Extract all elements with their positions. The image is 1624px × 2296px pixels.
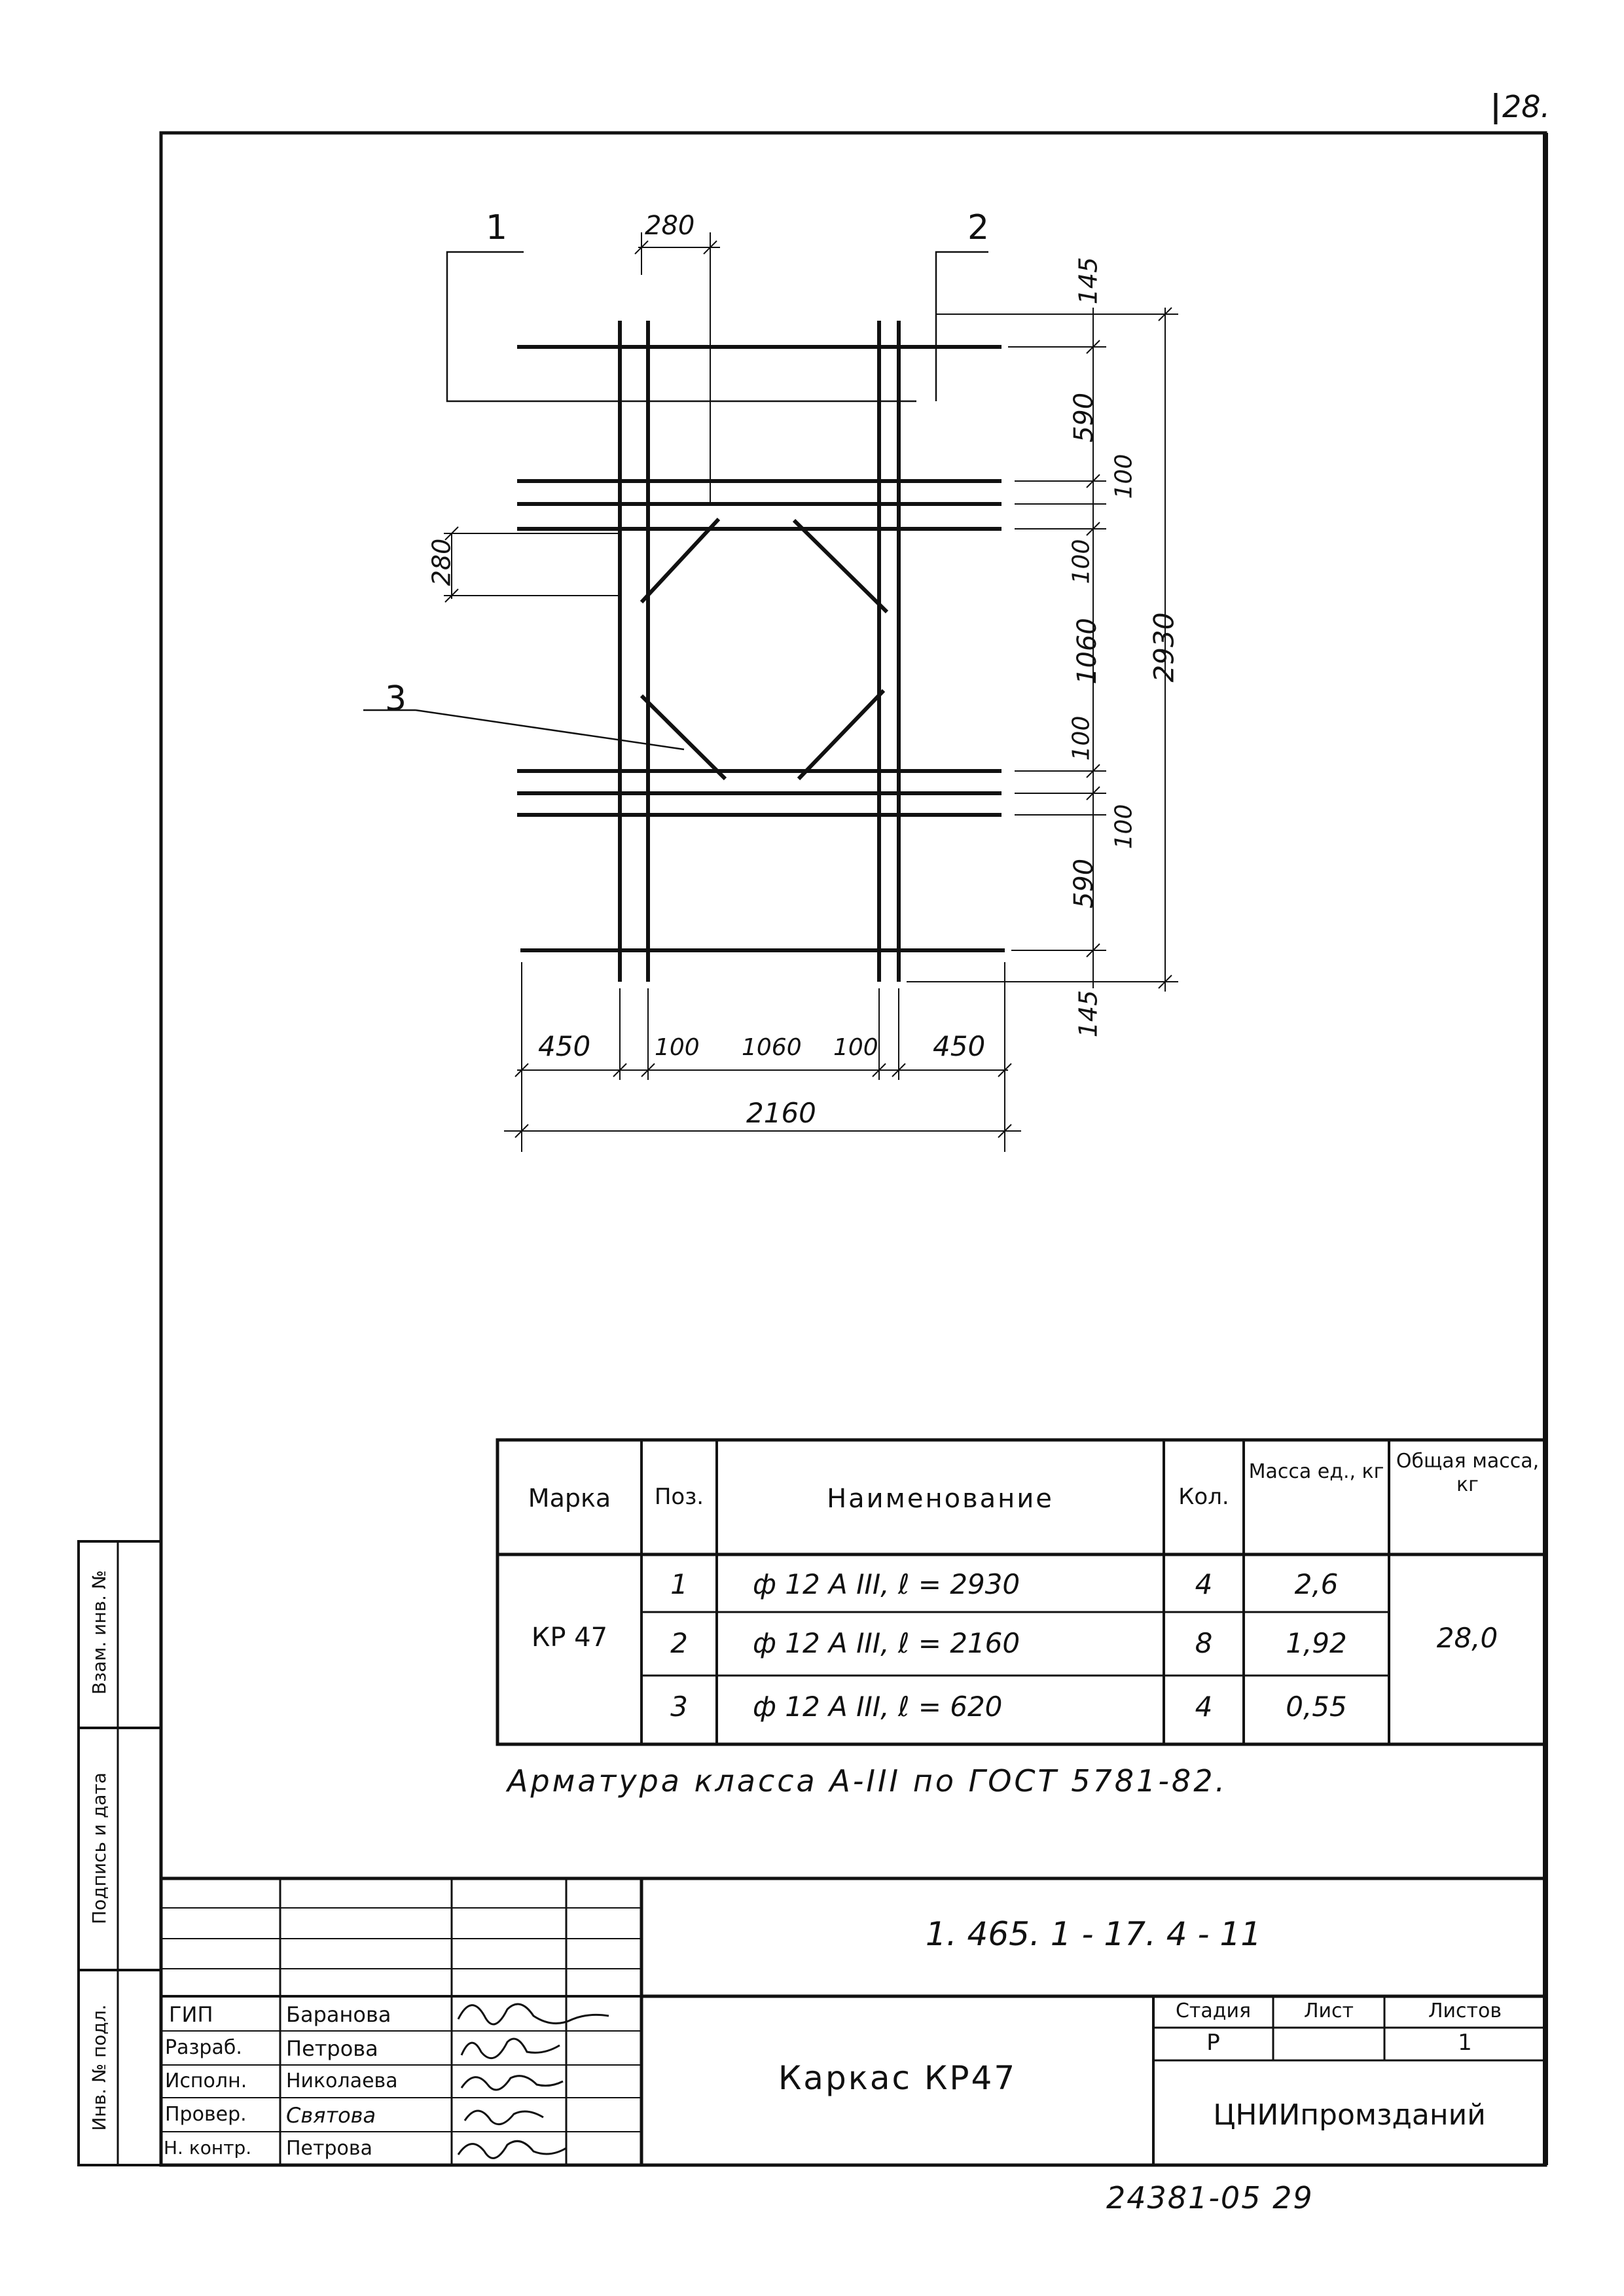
dim-right-2930: 2930 bbox=[1147, 612, 1180, 683]
dim-bottom-450-right: 450 bbox=[933, 1030, 986, 1062]
person-name: Святова bbox=[286, 2103, 376, 2128]
th-mark: Марка bbox=[528, 1484, 611, 1513]
cell-name: ф 12 А III, ℓ = 2160 bbox=[753, 1627, 1020, 1659]
stage-label: Стадия bbox=[1175, 2000, 1252, 2022]
dim-left-280: 280 bbox=[427, 538, 456, 586]
cell-qty: 4 bbox=[1195, 1568, 1213, 1600]
side-stamp-frame bbox=[77, 1540, 162, 2166]
cell-qty: 8 bbox=[1195, 1627, 1213, 1659]
signature-1 bbox=[457, 2003, 609, 2026]
role-label: ГИП bbox=[169, 2002, 213, 2027]
cell-unit-mass: 1,92 bbox=[1286, 1627, 1347, 1659]
person-name: Петрова bbox=[286, 2036, 378, 2061]
drawing-title: Каркас КР47 bbox=[778, 2059, 1017, 2097]
th-pos: Поз. bbox=[654, 1484, 704, 1510]
dim-right-100-a: 100 bbox=[1110, 454, 1138, 499]
th-qty: Кол. bbox=[1178, 1484, 1229, 1510]
dim-bottom-450-left: 450 bbox=[538, 1030, 591, 1062]
callout-3: 3 bbox=[385, 679, 407, 719]
leader-lines bbox=[363, 251, 988, 751]
signature-5 bbox=[457, 2140, 567, 2159]
signatures bbox=[457, 2003, 609, 2159]
footer-code: 24381-05 29 bbox=[1106, 2180, 1314, 2215]
dim-right-1060: 1060 bbox=[1072, 618, 1102, 685]
stage-value: Р bbox=[1206, 2030, 1220, 2056]
cell-mark: КР 47 bbox=[531, 1623, 608, 1653]
side-stamp-signature-date: Подпись и дата bbox=[88, 1772, 110, 1924]
callout-1: 1 bbox=[486, 208, 508, 247]
reinforcement-note: Арматура класса А-III по ГОСТ 5781-82. bbox=[507, 1763, 1228, 1799]
dim-right-100-c: 100 bbox=[1068, 715, 1095, 761]
cell-name: ф 12 А III, ℓ = 2930 bbox=[753, 1568, 1020, 1600]
dim-right-145-bot: 145 bbox=[1074, 990, 1103, 1038]
document-code: 1. 465. 1 - 17. 4 - 11 bbox=[925, 1915, 1262, 1953]
spec-table-lines bbox=[496, 1438, 1547, 1746]
dim-bottom-1060: 1060 bbox=[742, 1034, 802, 1061]
signature-2 bbox=[460, 2037, 560, 2059]
cell-pos: 1 bbox=[670, 1568, 688, 1600]
dim-right-100-b: 100 bbox=[1068, 539, 1095, 584]
cell-unit-mass: 2,6 bbox=[1294, 1568, 1339, 1600]
dim-right-590-bot: 590 bbox=[1069, 858, 1100, 909]
sheets-label: Листов bbox=[1428, 2000, 1502, 2022]
dim-bottom-100-right: 100 bbox=[833, 1034, 878, 1061]
dim-bottom-100-left: 100 bbox=[655, 1034, 700, 1061]
cell-pos: 2 bbox=[670, 1627, 688, 1659]
signature-3 bbox=[460, 2075, 564, 2091]
cell-unit-mass: 0,55 bbox=[1286, 1691, 1347, 1723]
page-number: 28. bbox=[1502, 89, 1551, 124]
cell-qty: 4 bbox=[1195, 1691, 1213, 1723]
role-label: Провер. bbox=[165, 2103, 247, 2126]
side-stamp-inventory: Инв. № подл. bbox=[88, 2004, 110, 2131]
cell-pos: 3 bbox=[670, 1691, 688, 1723]
role-label: Разраб. bbox=[165, 2036, 242, 2059]
dim-right-145-top: 145 bbox=[1074, 257, 1103, 305]
callout-2: 2 bbox=[967, 208, 990, 247]
person-name: Баранова bbox=[286, 2002, 391, 2027]
rebar-bars bbox=[517, 321, 1005, 982]
sheets-value: 1 bbox=[1458, 2030, 1472, 2056]
sheet-label: Лист bbox=[1303, 2000, 1354, 2022]
th-name: Наименование bbox=[827, 1484, 1054, 1514]
dim-bottom-2160: 2160 bbox=[746, 1097, 816, 1129]
cell-total-mass: 28,0 bbox=[1436, 1622, 1498, 1654]
title-block-lines bbox=[161, 1876, 1545, 2165]
th-unit-mass: Масса ед., кг bbox=[1248, 1460, 1384, 1483]
role-label: Исполн. bbox=[165, 2070, 247, 2092]
dim-top-280: 280 bbox=[645, 211, 695, 241]
side-stamp-replacement: Взам. инв. № bbox=[88, 1570, 110, 1695]
role-label: Н. контр. bbox=[164, 2137, 252, 2159]
person-name: Николаева bbox=[286, 2070, 398, 2092]
signature-4 bbox=[463, 2109, 544, 2126]
th-total-mass: Общая масса, кг bbox=[1396, 1450, 1540, 1496]
cell-name: ф 12 А III, ℓ = 620 bbox=[753, 1691, 1003, 1723]
person-name: Петрова bbox=[286, 2137, 372, 2160]
dim-right-100-d: 100 bbox=[1110, 804, 1138, 850]
sheet-frame bbox=[159, 131, 1547, 2167]
dim-right-590-top: 590 bbox=[1069, 392, 1100, 443]
organization-name: ЦНИИпромзданий bbox=[1213, 2098, 1486, 2132]
